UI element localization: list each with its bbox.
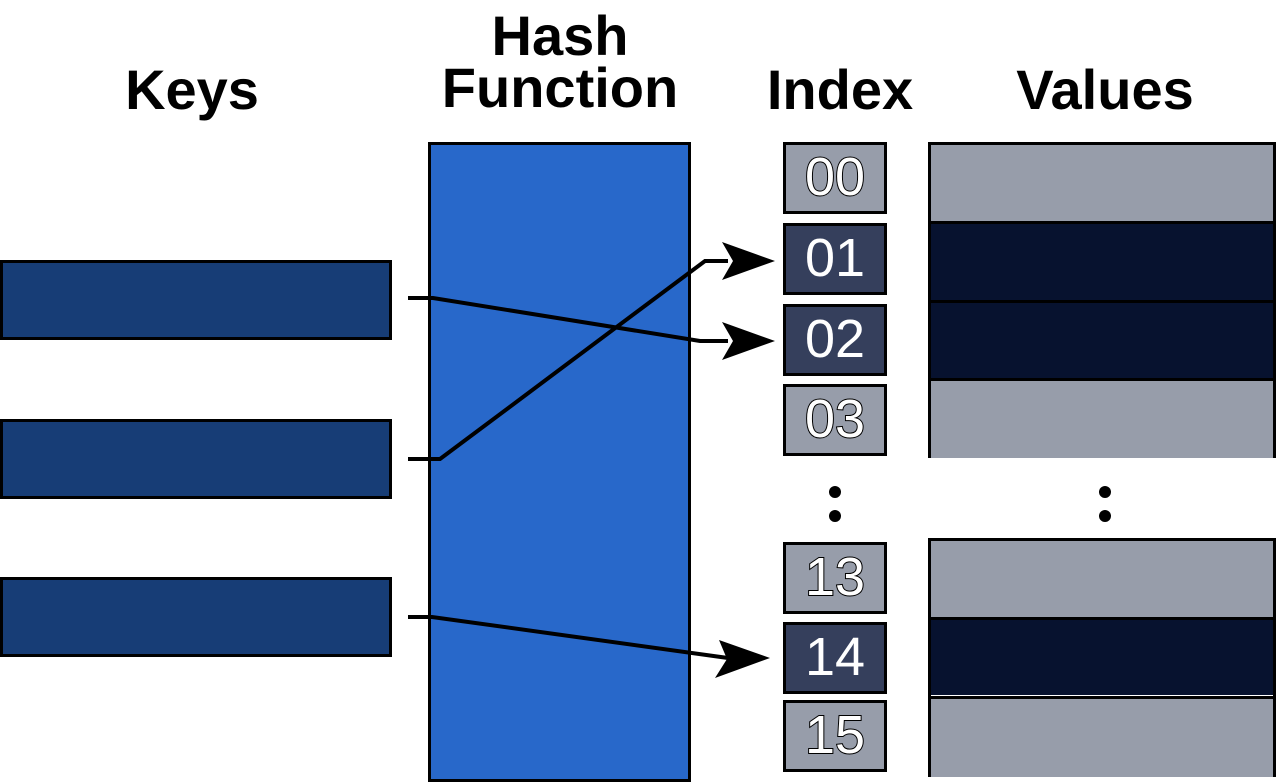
index-cell-01: 01 [783,223,887,295]
arrow-key1-to-02 [408,296,728,343]
values-group-bottom [928,538,1276,777]
index-cell-14: 14 [783,622,887,694]
arrow-key3-to-14 [408,615,729,660]
index-cell-00: 00 [783,142,887,214]
index-cell-02: 02 [783,304,887,376]
index-ellipsis [825,486,845,534]
values-heading: Values [1016,58,1194,121]
key-box-2 [0,419,392,499]
value-slot-14 [931,620,1273,695]
index-cell-15: 15 [783,700,887,772]
value-slot-00 [931,145,1273,223]
index-cell-13: 13 [783,542,887,614]
index-heading: Index [766,58,914,121]
value-slot-15 [931,699,1273,777]
value-slot-13 [931,541,1273,618]
keys-heading: Keys [125,58,259,121]
arrow-key2-to-01 [408,259,728,461]
arrowhead-14 [715,640,770,678]
key-box-1 [0,260,392,340]
value-slot-03 [931,381,1273,458]
values-ellipsis [1095,486,1115,534]
hash-function-box [428,142,691,782]
key-box-3 [0,577,392,657]
hash-function-heading-line1: Hash [491,4,629,67]
values-group-top [928,142,1276,458]
hash-function-heading-line2: Function [441,56,679,119]
arrowhead-02 [722,322,775,360]
arrowhead-01 [722,242,775,280]
value-slot-01 [931,224,1273,300]
value-slot-02 [931,303,1273,378]
index-cell-03: 03 [783,384,887,456]
